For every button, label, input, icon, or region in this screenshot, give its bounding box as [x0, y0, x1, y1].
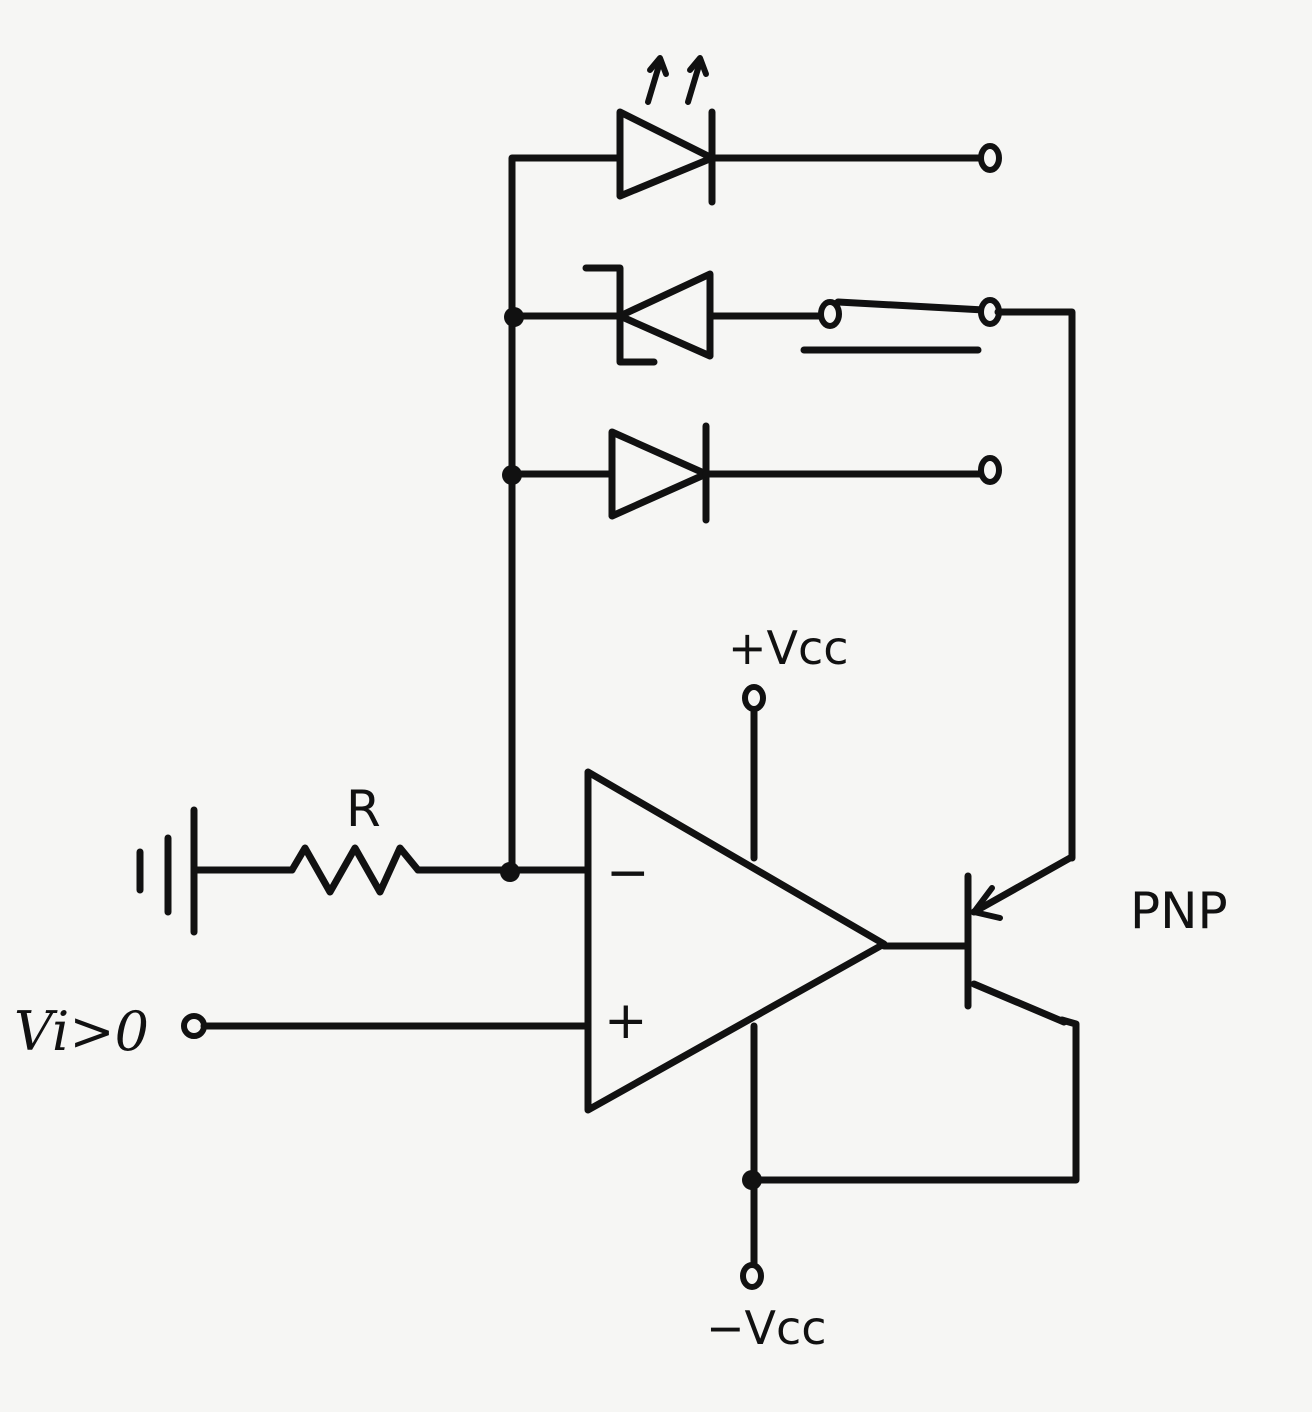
terminal-led [978, 143, 1002, 173]
resistor-label: R [346, 780, 381, 838]
emitter-arrow [971, 885, 1003, 921]
diode [608, 422, 710, 524]
led-diode [616, 55, 716, 206]
input-label: Vi>0 [14, 1000, 149, 1063]
op-amp [584, 768, 888, 1114]
wire-switch-to-emitter [994, 308, 1076, 862]
feedback-bus [508, 154, 624, 874]
transistor-label: PNP [1130, 882, 1228, 940]
junction-diode [502, 465, 522, 485]
wire-collector-return [750, 1016, 1080, 1184]
transistor-emitter [970, 854, 1074, 916]
ground-symbol [136, 806, 198, 936]
terminal-vcc-negative [740, 1262, 764, 1290]
switch-lever[interactable] [834, 298, 988, 314]
transistor-collector [970, 980, 1068, 1026]
terminal-diode [978, 455, 1002, 485]
switch-terminal-left [818, 299, 842, 329]
pnp-transistor [880, 854, 1074, 1026]
vcc-positive-label: +Vcc [728, 621, 849, 675]
op-amp-inverting-sign: − [606, 843, 650, 903]
terminal-vcc-positive [742, 684, 766, 712]
junction-inverting [500, 862, 520, 882]
resistor [288, 844, 422, 896]
vcc-negative-label: −Vcc [706, 1301, 827, 1355]
junction-zener [504, 307, 524, 327]
op-amp-noninverting-sign: + [604, 991, 648, 1051]
